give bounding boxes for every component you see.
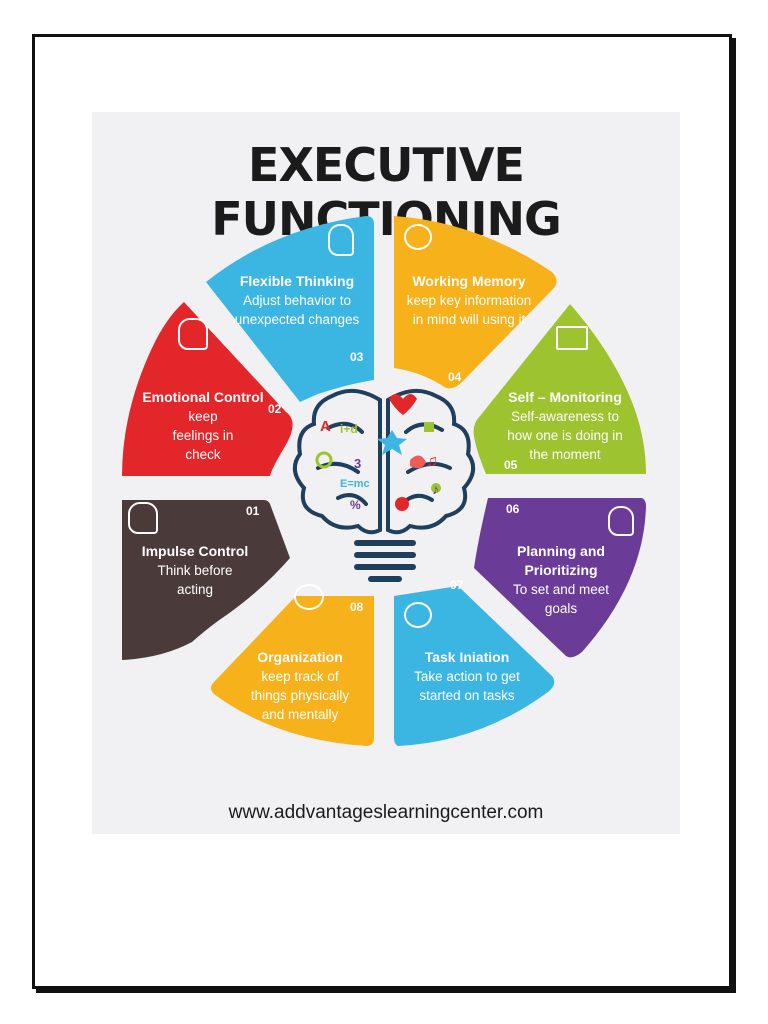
circle-doodle xyxy=(315,451,333,469)
segment-title: Flexible Thinking xyxy=(239,273,355,289)
segment-planning-prioritizing: Planning and Prioritizing To set and mee… xyxy=(492,542,630,618)
segment-organization: Organization keep track of things physic… xyxy=(230,648,370,724)
segment-number: 08 xyxy=(350,600,364,614)
segment-flexible-thinking-wedge xyxy=(206,216,374,402)
segment-emotional-control-wedge xyxy=(122,302,293,476)
segment-self-monitoring-wedge xyxy=(473,304,646,474)
segment-title: Task Iniation xyxy=(424,649,510,665)
segment-title: Planning and Prioritizing xyxy=(517,543,605,578)
segment-title: Impulse Control xyxy=(141,543,249,559)
segment-description: To set and meet goals xyxy=(512,582,610,616)
segment-description: Take action to get started on tasks xyxy=(414,669,520,703)
segment-number: 03 xyxy=(350,350,364,364)
brain-percent: % xyxy=(350,498,361,512)
segment-number: 05 xyxy=(504,458,518,472)
brain-left-hemisphere xyxy=(292,388,382,535)
dot-doodle xyxy=(431,483,441,493)
head-gear-icon xyxy=(128,502,158,534)
segment-number: 01 xyxy=(246,504,260,518)
brain-fold xyxy=(406,461,452,474)
segment-title: Organization xyxy=(257,649,343,665)
brain-fold xyxy=(326,421,364,434)
puzzle-icon xyxy=(424,422,434,432)
brain-equation: E=mc xyxy=(340,478,370,490)
monitor-person-icon xyxy=(556,326,588,350)
segment-flexible-thinking: Flexible Thinking Adjust behavior to une… xyxy=(224,272,370,329)
segment-self-monitoring: Self – Monitoring Self-awareness to how … xyxy=(490,388,640,464)
brain-fold xyxy=(404,422,444,434)
bulb-base-ring xyxy=(354,540,416,546)
segment-description: keep feelings in check xyxy=(172,409,234,462)
segment-number: 02 xyxy=(268,402,282,416)
music-note-icon: ♪ xyxy=(432,481,439,497)
segment-number: 06 xyxy=(506,502,520,516)
segment-planning-wedge xyxy=(474,498,646,658)
brain-number-3: 3 xyxy=(354,456,362,471)
flower-doodle xyxy=(395,497,409,511)
segment-title: Working Memory xyxy=(412,273,526,289)
music-note-icon: ♫ xyxy=(426,453,438,470)
brain-icon xyxy=(294,584,324,610)
segment-description: keep track of things physically and ment… xyxy=(250,669,350,722)
brain-fold xyxy=(336,493,368,506)
executive-function-wheel: ♫ ♪ xyxy=(122,216,646,746)
head-emotions-icon xyxy=(178,318,208,350)
brain-right-hemisphere xyxy=(386,388,476,535)
bulb-base-ring xyxy=(354,564,416,570)
segment-number: 04 xyxy=(448,370,462,384)
segment-impulse-control: Impulse Control Think before acting xyxy=(128,542,262,599)
brain-bulb-icon xyxy=(404,602,432,628)
head-lightbulb-icon xyxy=(608,506,634,536)
infographic-title: EXECUTIVE FUNCTIONING xyxy=(211,138,562,246)
star-icon xyxy=(377,430,407,455)
segment-description: Adjust behavior to unexpected changes xyxy=(234,293,360,327)
brain-doodles: ♫ ♪ xyxy=(315,394,441,511)
paint-drop-icon xyxy=(410,455,426,469)
bulb-base-ring xyxy=(354,552,416,558)
segment-task-initiation-wedge xyxy=(394,586,555,746)
segment-emotional-control: Emotional Control keep feelings in check xyxy=(134,388,272,464)
segment-title: Self – Monitoring xyxy=(508,389,622,405)
bulb-base-tip xyxy=(368,576,402,582)
segment-number: 07 xyxy=(450,578,464,592)
segment-description: Think before acting xyxy=(157,563,233,597)
segment-working-memory-wedge xyxy=(394,216,557,389)
segment-impulse-control-wedge xyxy=(122,500,290,660)
infographic-panel: EXECUTIVE FUNCTIONING xyxy=(92,112,680,834)
brain-math-text: i+d xyxy=(340,422,358,436)
brain-head-icon xyxy=(404,224,432,250)
segment-working-memory: Working Memory keep key information in m… xyxy=(394,272,544,329)
segment-organization-wedge xyxy=(211,596,374,746)
footer-url: www.addvantageslearningcenter.com xyxy=(228,802,544,823)
segment-description: Self-awareness to how one is doing in th… xyxy=(507,409,623,462)
segment-task-initiation: Task Iniation Take action to get started… xyxy=(394,648,540,705)
heart-icon xyxy=(389,394,417,415)
head-thinking-icon xyxy=(328,224,354,256)
segment-title: Emotional Control xyxy=(142,389,264,405)
segment-description: keep key information in mind will using … xyxy=(406,293,532,327)
brain-lightbulb-illustration xyxy=(292,388,476,582)
brain-letter-a: A xyxy=(320,418,331,435)
